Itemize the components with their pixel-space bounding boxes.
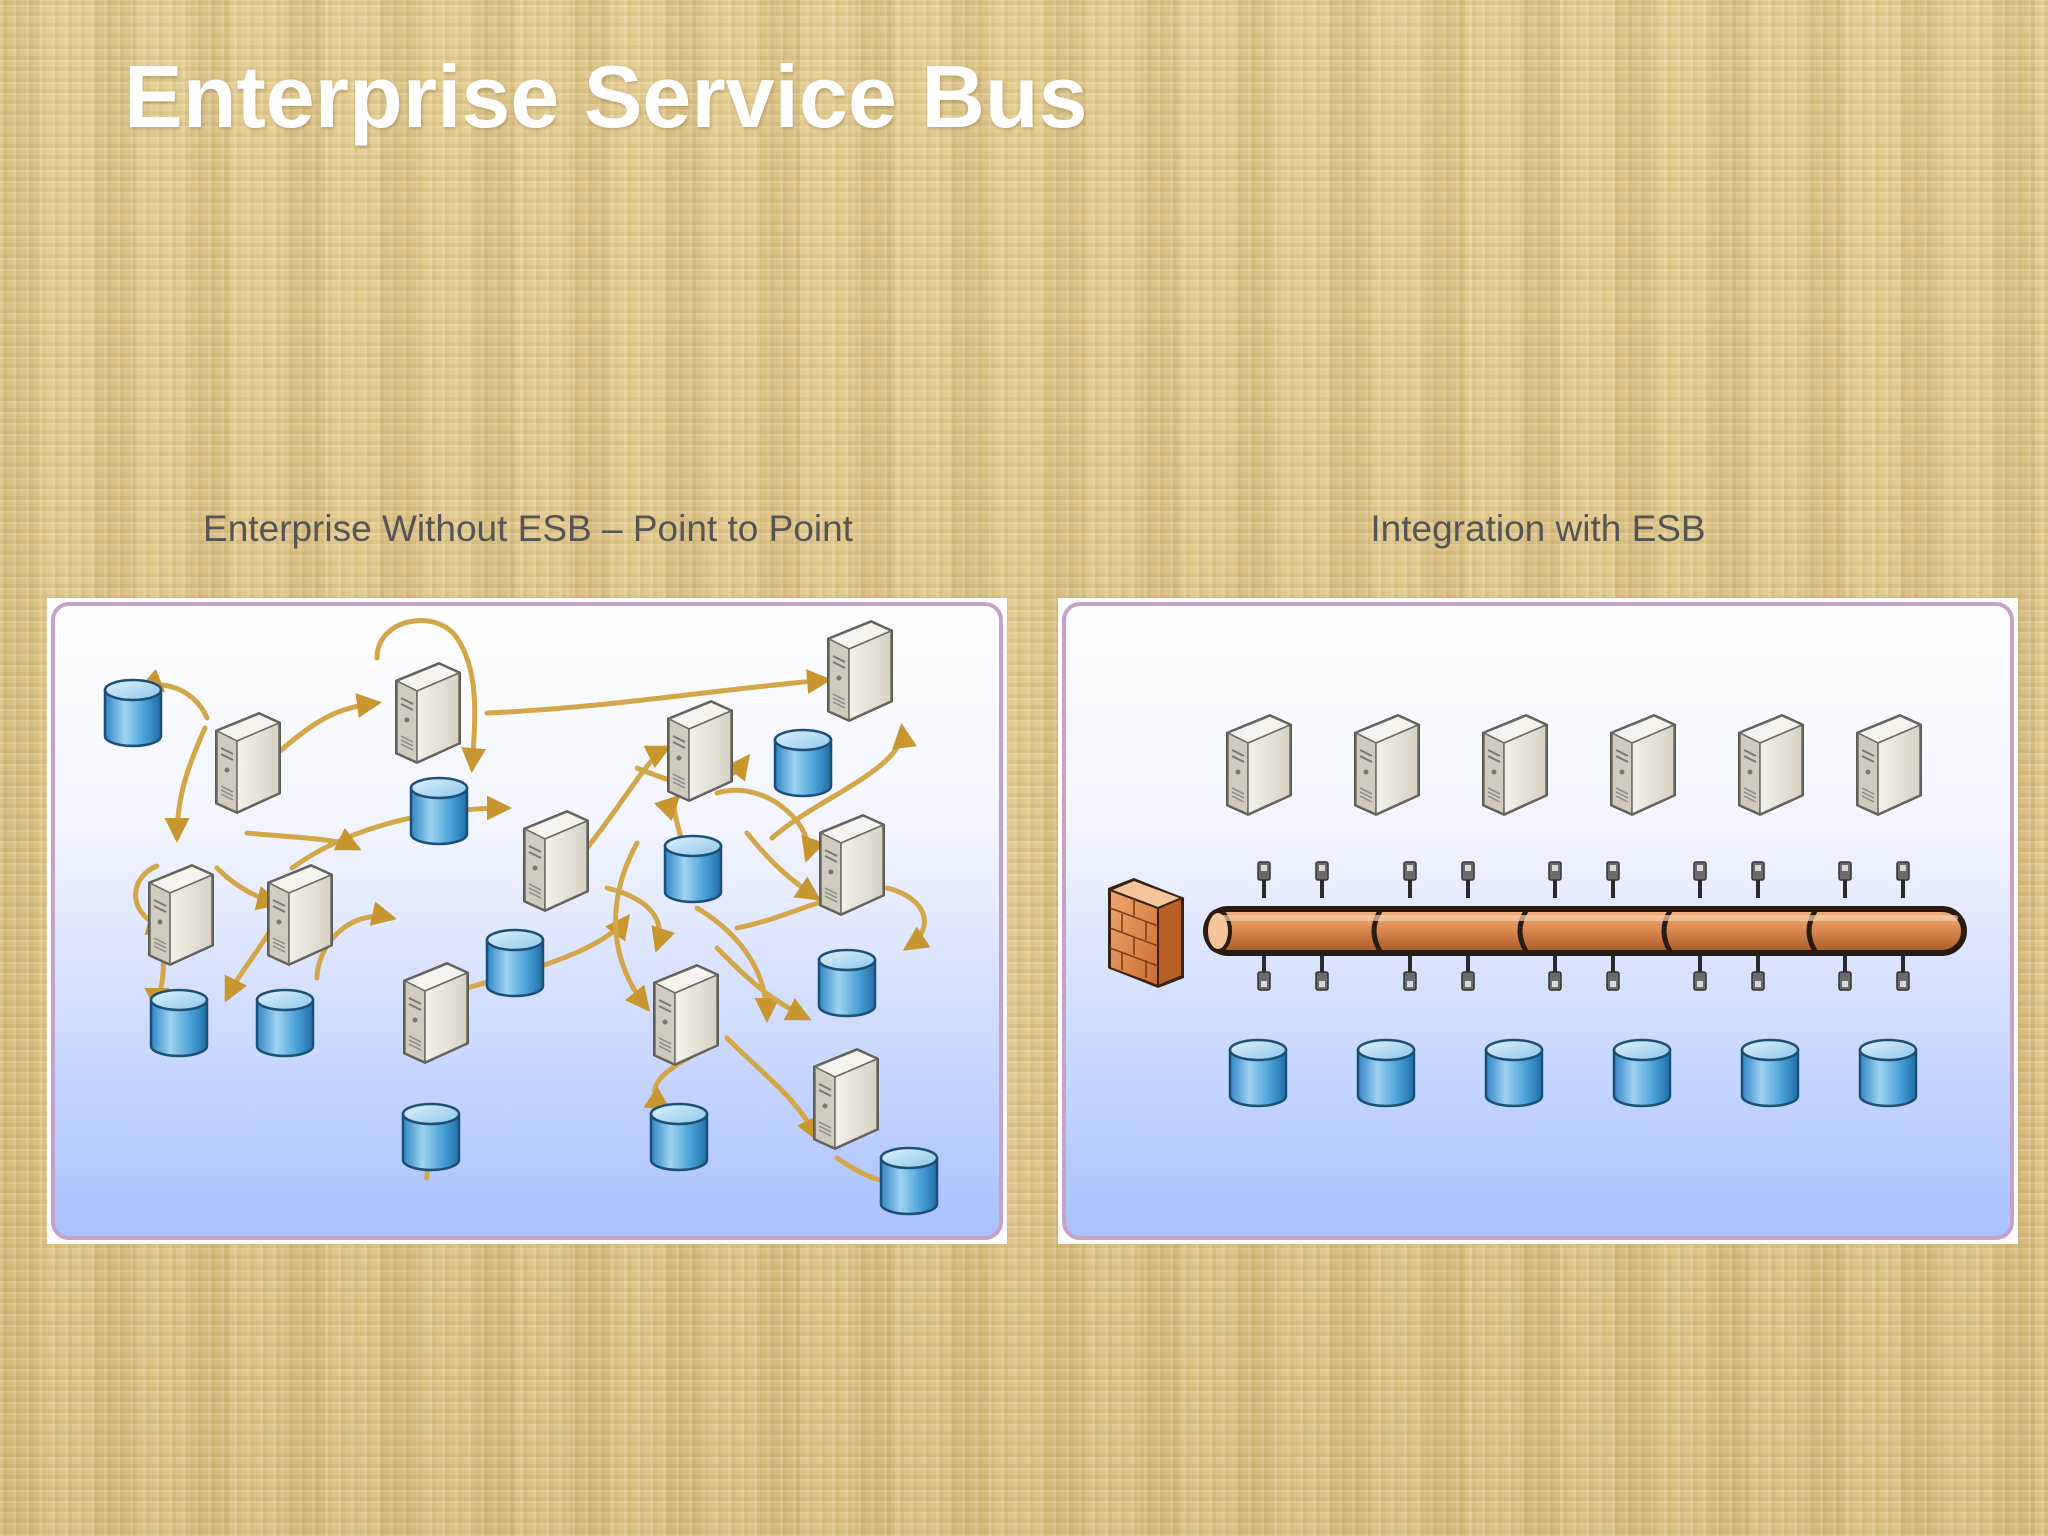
point-to-point-svg xyxy=(51,602,1003,1240)
database-icon xyxy=(103,678,163,748)
database-icon xyxy=(149,988,209,1058)
database-icon xyxy=(485,928,545,998)
database-icon xyxy=(255,988,315,1058)
right-diagram-caption: Integration with ESB xyxy=(1370,508,1706,549)
point-to-point-diagram xyxy=(47,598,1007,1244)
database-icon xyxy=(401,1102,461,1172)
database-icon xyxy=(817,948,877,1018)
database-icon xyxy=(1612,1038,1672,1108)
slide-title: Enterprise Service Bus xyxy=(124,47,1088,146)
esb-svg xyxy=(1062,602,2014,1240)
database-icon xyxy=(1356,1038,1416,1108)
esb-integration-diagram xyxy=(1058,598,2018,1244)
firewall-icon xyxy=(1107,878,1185,988)
database-icon xyxy=(879,1146,939,1216)
database-icon xyxy=(1484,1038,1544,1108)
left-diagram-caption: Enterprise Without ESB – Point to Point xyxy=(203,508,853,549)
database-icon xyxy=(649,1102,709,1172)
database-icon xyxy=(663,834,723,904)
database-icon xyxy=(773,728,833,798)
database-icon xyxy=(1858,1038,1918,1108)
database-icon xyxy=(1228,1038,1288,1108)
bus-pipe xyxy=(1203,906,1967,956)
database-icon xyxy=(1740,1038,1800,1108)
database-icon xyxy=(409,776,469,846)
